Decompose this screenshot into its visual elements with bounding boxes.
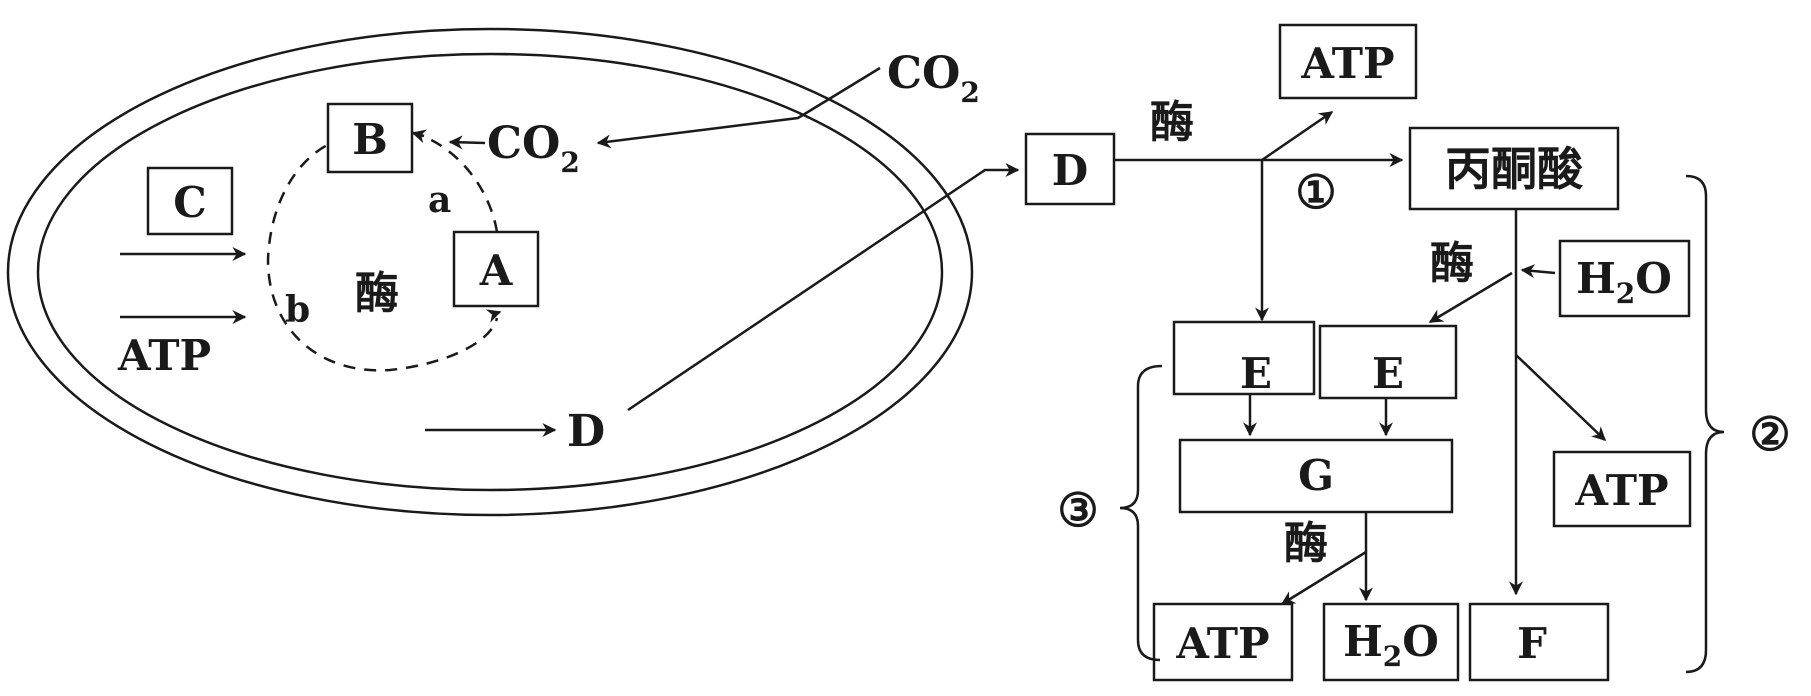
box-atp-top-label: ATP [1300,39,1394,88]
d-output-label: D [567,406,605,457]
box-f [1468,602,1610,682]
box-e-right [1318,324,1458,400]
box-atp-right [1552,450,1692,528]
co2-to-b-arrow [448,135,486,150]
box-atp-bottom [1152,602,1294,682]
box-e-left [1172,320,1316,396]
box-pyruvate [1408,126,1620,211]
box-atp-bottom-label: ATP [1175,619,1269,668]
box-h2o-out [1322,602,1460,682]
chloroplast-inner-membrane [36,52,944,492]
box-atp-top [1278,23,1418,100]
box-pyruvate-label: 丙酮酸 [1445,142,1584,196]
calvin-cycle-top-arc [419,133,499,233]
stage-2-label: ② [1749,407,1790,461]
h2o-in-arrow [1520,264,1556,279]
label-b: b [285,289,310,331]
enzyme-label-mid: 酶 [1430,238,1474,289]
box-e-left-label: E [1240,349,1272,398]
label-a: a [428,179,451,221]
box-h2o-in [1558,239,1691,318]
stage-3-label: ③ [1057,483,1098,537]
box-f-label: F [1517,619,1547,668]
stage-3-brace [1119,364,1163,662]
atp-top-arrow [1261,110,1334,162]
box-g-label: G [1298,451,1334,500]
atp-right-arrow [1515,354,1607,441]
box-g [1178,438,1454,514]
co2-inner-label: CO2 [487,118,580,179]
box-h2o-out-label: H2O [1343,617,1439,673]
co2-outer-arrow [596,66,881,149]
stage-2-brace [1685,174,1725,674]
d-transport-arrow [627,163,1020,412]
atp-input-label: ATP [117,331,211,380]
box-b [326,102,414,174]
box-a-label: A [479,246,514,295]
box-d-label: D [1052,146,1088,195]
e-right-arrow [1428,271,1513,324]
cycle-arrow-to-b [411,129,427,144]
enzyme-label-top: 酶 [1150,97,1194,148]
enzyme-label-low: 酶 [1284,518,1328,569]
stage-1-label: ① [1295,165,1336,219]
enzyme-label-chloroplast: 酶 [355,268,399,319]
co2-outer-label: CO2 [887,48,980,109]
box-atp-right-label: ATP [1574,466,1668,515]
box-c [146,166,234,236]
box-b-label: B [352,115,388,164]
box-c-label: C [173,178,206,227]
calvin-cycle-left-arc [266,136,499,372]
box-a [452,230,540,308]
box-e-right-label: E [1372,349,1404,398]
cycle-arrow-to-a [485,309,502,323]
g-to-atp-arrow [1280,550,1367,606]
box-h2o-in-label: H2O [1576,254,1672,310]
chloroplast-outer-membrane [6,27,974,517]
box-d [1024,132,1116,206]
